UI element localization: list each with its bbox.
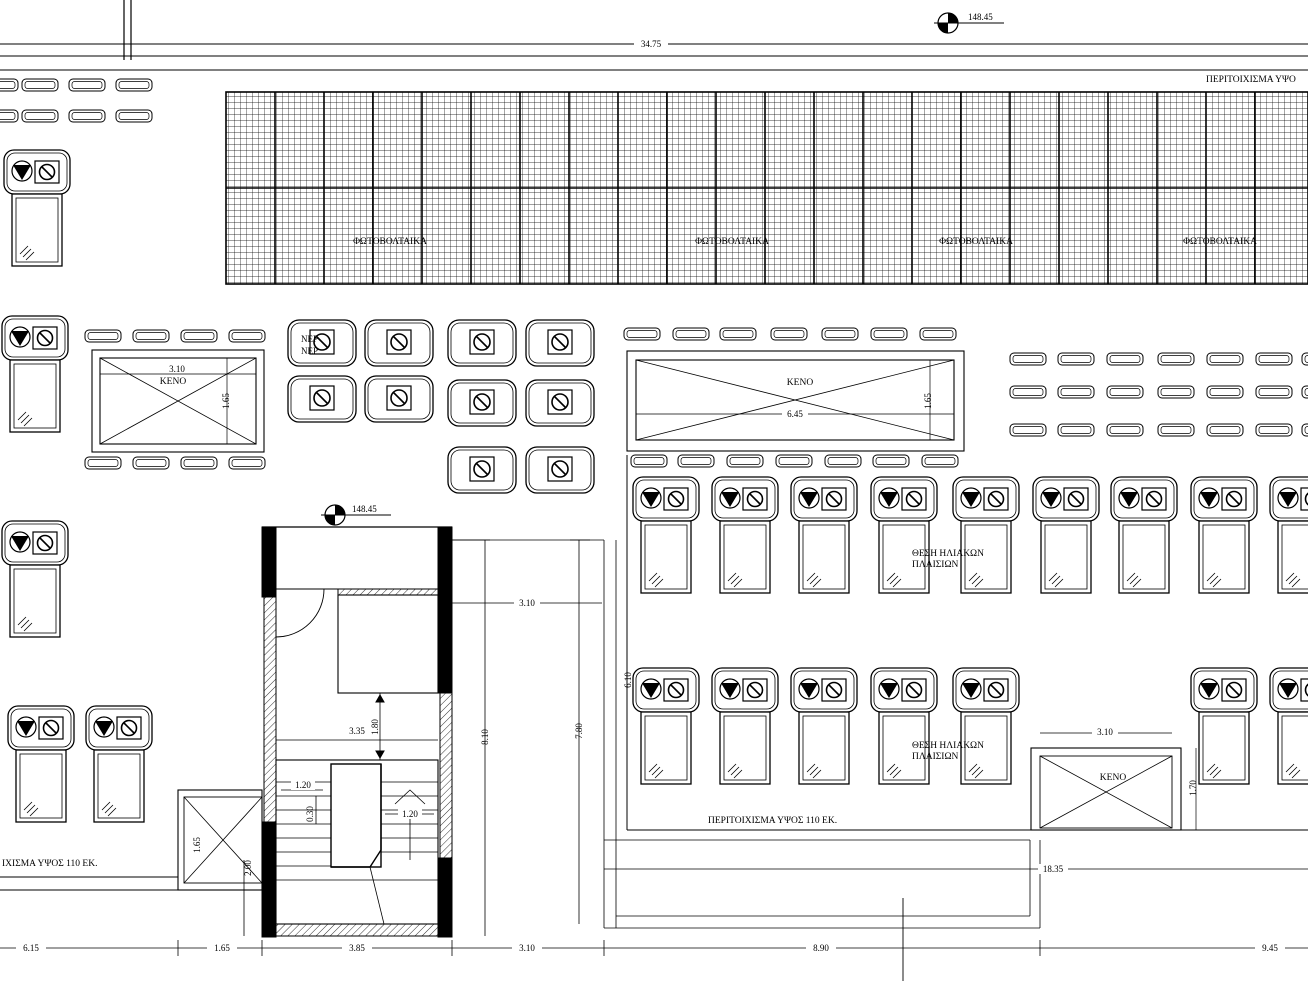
stair-core: 1.80 3.35 1.20 1.20 0.30 bbox=[261, 526, 453, 938]
dim-void-right-w: 3.10 bbox=[1097, 727, 1113, 737]
dim-right-stack-h: 6.10 bbox=[623, 672, 633, 688]
svg-text:ΠΛΑΙΣΙΩΝ: ΠΛΑΙΣΙΩΝ bbox=[912, 752, 959, 762]
solar-heaters-right: ΘΕΣΗ ΗΛΙΑΚΩΝ ΠΛΑΙΣΙΩΝ ΘΕΣΗ ΗΛΙΑΚΩΝ ΠΛΑΙΣ… bbox=[632, 476, 1308, 785]
svg-text:3.35: 3.35 bbox=[349, 726, 365, 736]
void-small-left bbox=[0, 789, 263, 936]
void-right-label: ΚΕΝΟ bbox=[1100, 773, 1127, 783]
dim-left-small-h: 1.65 bbox=[192, 837, 202, 853]
chairs-right bbox=[1009, 352, 1308, 437]
dim-stair-h-b: 7.80 bbox=[574, 723, 584, 739]
svg-text:1.65: 1.65 bbox=[923, 393, 933, 409]
bottom-dimension-chain bbox=[0, 940, 1308, 956]
svg-text:3.85: 3.85 bbox=[349, 943, 365, 953]
parapet-label-left: ΙΧΙΣΜΑ ΥΨΟΣ 110 ΕΚ. bbox=[2, 859, 97, 869]
svg-text:1.20: 1.20 bbox=[295, 780, 311, 790]
svg-text:6.15: 6.15 bbox=[23, 943, 39, 953]
svg-text:6.45: 6.45 bbox=[787, 409, 803, 419]
dim-left-small-h2: 2.00 bbox=[243, 860, 253, 876]
dim-right-bottom-w: 18.35 bbox=[1043, 864, 1064, 874]
svg-text:1.65: 1.65 bbox=[221, 393, 231, 409]
svg-text:ΦΩΤΟΒΟΛΤΑΙΚΑ: ΦΩΤΟΒΟΛΤΑΙΚΑ bbox=[1183, 237, 1257, 247]
svg-text:ΘΕΣΗ ΗΛΙΑΚΩΝ: ΘΕΣΗ ΗΛΙΑΚΩΝ bbox=[912, 549, 984, 559]
water-tanks: ΝΕΡ ΝΕΡ bbox=[287, 319, 595, 494]
svg-text:148.45: 148.45 bbox=[352, 504, 377, 514]
stair-dimensions bbox=[440, 539, 1030, 936]
bottom-dimension-labels: 6.15 1.65 3.85 3.10 8.90 9.45 bbox=[16, 943, 1285, 953]
svg-text:1.80: 1.80 bbox=[370, 719, 380, 735]
top-boundary-lines bbox=[0, 0, 1308, 71]
svg-text:ΝΕΡ: ΝΕΡ bbox=[301, 346, 318, 356]
dim-void-right-h: 1.70 bbox=[1188, 780, 1198, 796]
dim-stair-right-w: 3.10 bbox=[519, 598, 535, 608]
svg-text:ΚΕΝΟ: ΚΕΝΟ bbox=[160, 377, 187, 387]
svg-text:3.10: 3.10 bbox=[169, 364, 185, 374]
svg-text:ΠΛΑΙΣΙΩΝ: ΠΛΑΙΣΙΩΝ bbox=[912, 560, 959, 570]
pv-array: ΦΩΤΟΒΟΛΤΑΙΚΑ ΦΩΤΟΒΟΛΤΑΙΚΑ ΦΩΤΟΒΟΛΤΑΙΚΑ Φ… bbox=[225, 91, 1308, 285]
dim-stair-h-a: 8.10 bbox=[480, 729, 490, 745]
svg-text:ΘΕΣΗ ΗΛΙΑΚΩΝ: ΘΕΣΗ ΗΛΙΑΚΩΝ bbox=[912, 741, 984, 751]
svg-text:8.90: 8.90 bbox=[813, 943, 829, 953]
svg-text:34.75: 34.75 bbox=[641, 39, 662, 49]
svg-text:1.65: 1.65 bbox=[214, 943, 230, 953]
right-parapet bbox=[603, 455, 1308, 981]
solar-heaters-left bbox=[1, 149, 153, 823]
svg-text:ΦΩΤΟΒΟΛΤΑΙΚΑ: ΦΩΤΟΒΟΛΤΑΙΚΑ bbox=[353, 237, 427, 247]
svg-text:ΝΕΡ: ΝΕΡ bbox=[301, 334, 318, 344]
svg-text:9.45: 9.45 bbox=[1262, 943, 1278, 953]
svg-text:ΚΕΝΟ: ΚΕΝΟ bbox=[787, 378, 814, 388]
svg-text:3.10: 3.10 bbox=[519, 943, 535, 953]
svg-text:ΦΩΤΟΒΟΛΤΑΙΚΑ: ΦΩΤΟΒΟΛΤΑΙΚΑ bbox=[695, 237, 769, 247]
svg-text:1.20: 1.20 bbox=[402, 809, 418, 819]
parapet-label-mid: ΠΕΡΙΤΟΙΧΙΣΜΑ ΥΨΟΣ 110 ΕΚ. bbox=[708, 816, 837, 826]
level-mark-top: 148.45 bbox=[933, 12, 1005, 34]
svg-text:ΦΩΤΟΒΟΛΤΑΙΚΑ: ΦΩΤΟΒΟΛΤΑΙΚΑ bbox=[939, 237, 1013, 247]
level-mark-stair: 148.45 bbox=[320, 504, 392, 526]
dimension-overall-top: 34.75 bbox=[634, 39, 668, 49]
svg-text:148.45: 148.45 bbox=[968, 12, 993, 22]
void-center: ΚΕΝΟ 6.45 1.65 bbox=[623, 327, 965, 468]
parapet-label-top: ΠΕΡΙΤΟΙΧΙΣΜΑ ΥΨΟ bbox=[1206, 75, 1296, 85]
void-left: 3.10 ΚΕΝΟ 1.65 bbox=[84, 329, 266, 470]
chairs-top-left bbox=[0, 78, 153, 123]
svg-text:0.30: 0.30 bbox=[305, 806, 315, 822]
